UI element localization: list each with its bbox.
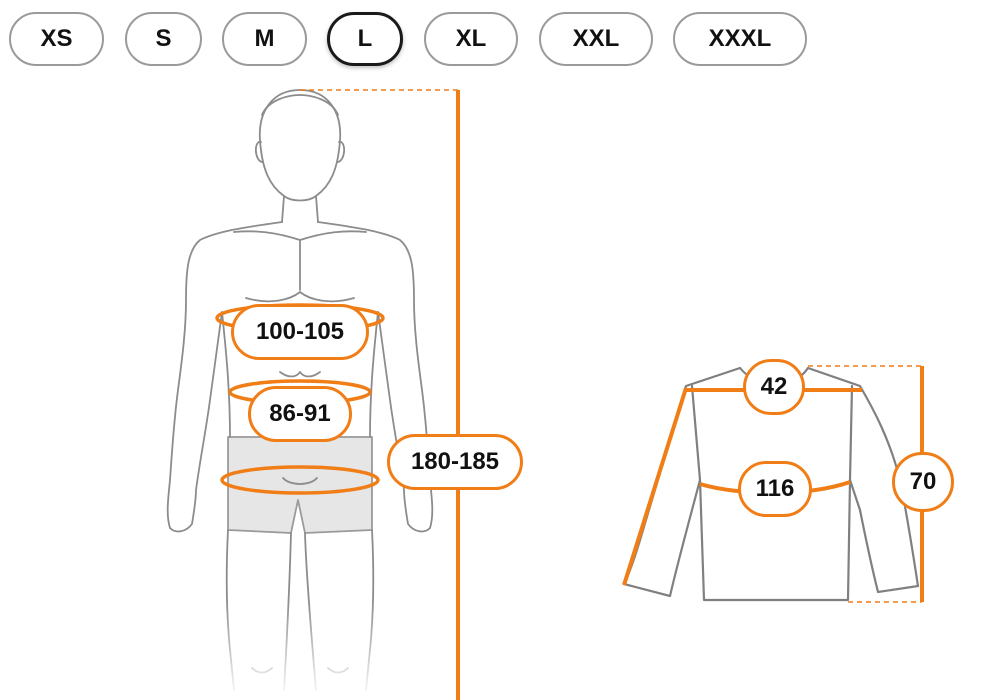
- sweater-width-label: 42: [743, 359, 805, 415]
- hip-loop: [220, 465, 380, 495]
- sleeve-line: [622, 387, 688, 586]
- body-height-label: 180-185: [387, 434, 523, 490]
- legs-fade: [150, 600, 470, 700]
- size-button-s[interactable]: S: [125, 12, 202, 66]
- size-button-xxxl[interactable]: XXXL: [673, 12, 807, 66]
- size-button-m[interactable]: M: [222, 12, 307, 66]
- size-button-xl[interactable]: XL: [424, 12, 518, 66]
- size-button-xxl[interactable]: XXL: [539, 12, 653, 66]
- size-selector: XS S M L XL XXL XXXL: [0, 0, 985, 80]
- size-button-l[interactable]: L: [327, 12, 403, 66]
- sweater-length-label: 70: [892, 452, 954, 512]
- body-waist-label: 86-91: [248, 386, 352, 442]
- sweater-chest-label: 116: [738, 461, 812, 517]
- body-chest-label: 100-105: [231, 304, 369, 360]
- size-button-xs[interactable]: XS: [9, 12, 104, 66]
